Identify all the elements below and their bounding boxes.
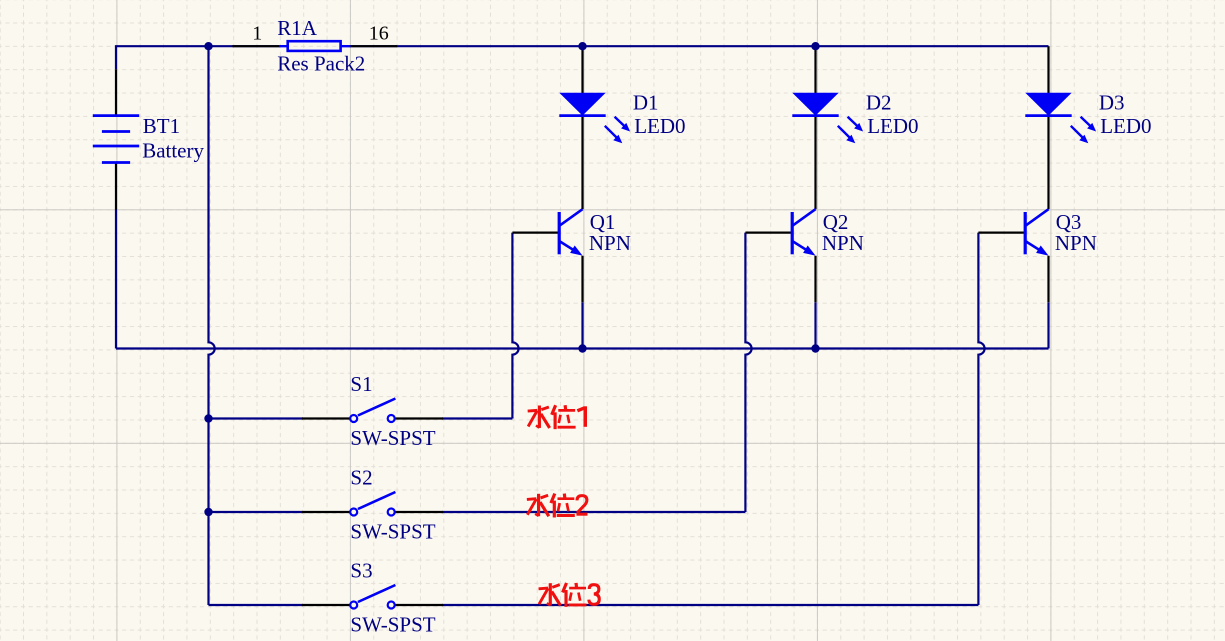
component-switch-s2[interactable]: S2 SW-SPST (348, 466, 436, 544)
led-comment: LED0 (867, 114, 918, 138)
component-switch-s1[interactable]: S1 SW-SPST (348, 372, 436, 450)
transistor-comment: NPN (822, 231, 864, 255)
switch-comment: SW-SPST (350, 520, 435, 544)
resistor-pin-number-1: 1 (252, 23, 262, 45)
junction-dot (204, 507, 213, 517)
transistor-comment: NPN (589, 231, 631, 255)
junction-dot (204, 42, 213, 51)
component-transistor-q3[interactable]: Q3 NPN (1023, 207, 1097, 258)
led-comment: LED0 (634, 114, 685, 138)
wire-s3-to-q3-base[interactable] (977, 232, 986, 605)
component-battery[interactable]: BT1 Battery (92, 114, 205, 164)
resistor-comment: Res Pack2 (277, 52, 365, 76)
transistor-designator: Q3 (1056, 210, 1082, 234)
wire-s1-to-q1-base[interactable] (511, 232, 520, 419)
component-led-d3[interactable]: D3 LED0 (1023, 90, 1152, 145)
resistor-body (286, 39, 342, 53)
battery-comment: Battery (142, 138, 204, 162)
transistor-designator: Q2 (823, 210, 849, 234)
battery-designator: BT1 (143, 114, 180, 138)
switch-designator: S1 (350, 372, 372, 396)
component-resistor[interactable]: R1A Res Pack2 1 16 (252, 16, 388, 76)
transistor-comment: NPN (1055, 231, 1097, 255)
component-transistor-q2[interactable]: Q2 NPN (790, 207, 864, 258)
resistor-pin-number-16: 16 (369, 23, 389, 45)
component-led-d2[interactable]: D2 LED0 (790, 90, 919, 145)
component-transistor-q1[interactable]: Q1 NPN (557, 207, 631, 258)
component-led-d1[interactable]: D1 LED0 (557, 90, 686, 145)
junction-dot (811, 42, 820, 51)
battery-plates (92, 114, 140, 164)
switch-comment: SW-SPST (350, 613, 435, 637)
wire-s2-to-q2-base[interactable] (744, 232, 753, 512)
junction-dot (578, 42, 587, 51)
resistor-designator: R1A (277, 16, 318, 40)
component-switch-s3[interactable]: S3 SW-SPST (348, 559, 436, 637)
led-designator: D1 (633, 90, 659, 114)
junction-dots (204, 42, 820, 517)
junction-dot (578, 344, 587, 353)
junction-dot (811, 344, 820, 353)
led-comment: LED0 (1100, 114, 1151, 138)
junction-dot (204, 414, 213, 423)
switch-comment: SW-SPST (350, 426, 435, 450)
switch-designator: S3 (350, 559, 372, 583)
component-pins (114, 45, 1050, 607)
wire-battery-top[interactable] (114, 45, 280, 70)
led-designator: D3 (1099, 90, 1125, 114)
transistor-designator: Q1 (590, 210, 616, 234)
switch-designator: S2 (350, 466, 372, 490)
led-designator: D2 (866, 90, 892, 114)
